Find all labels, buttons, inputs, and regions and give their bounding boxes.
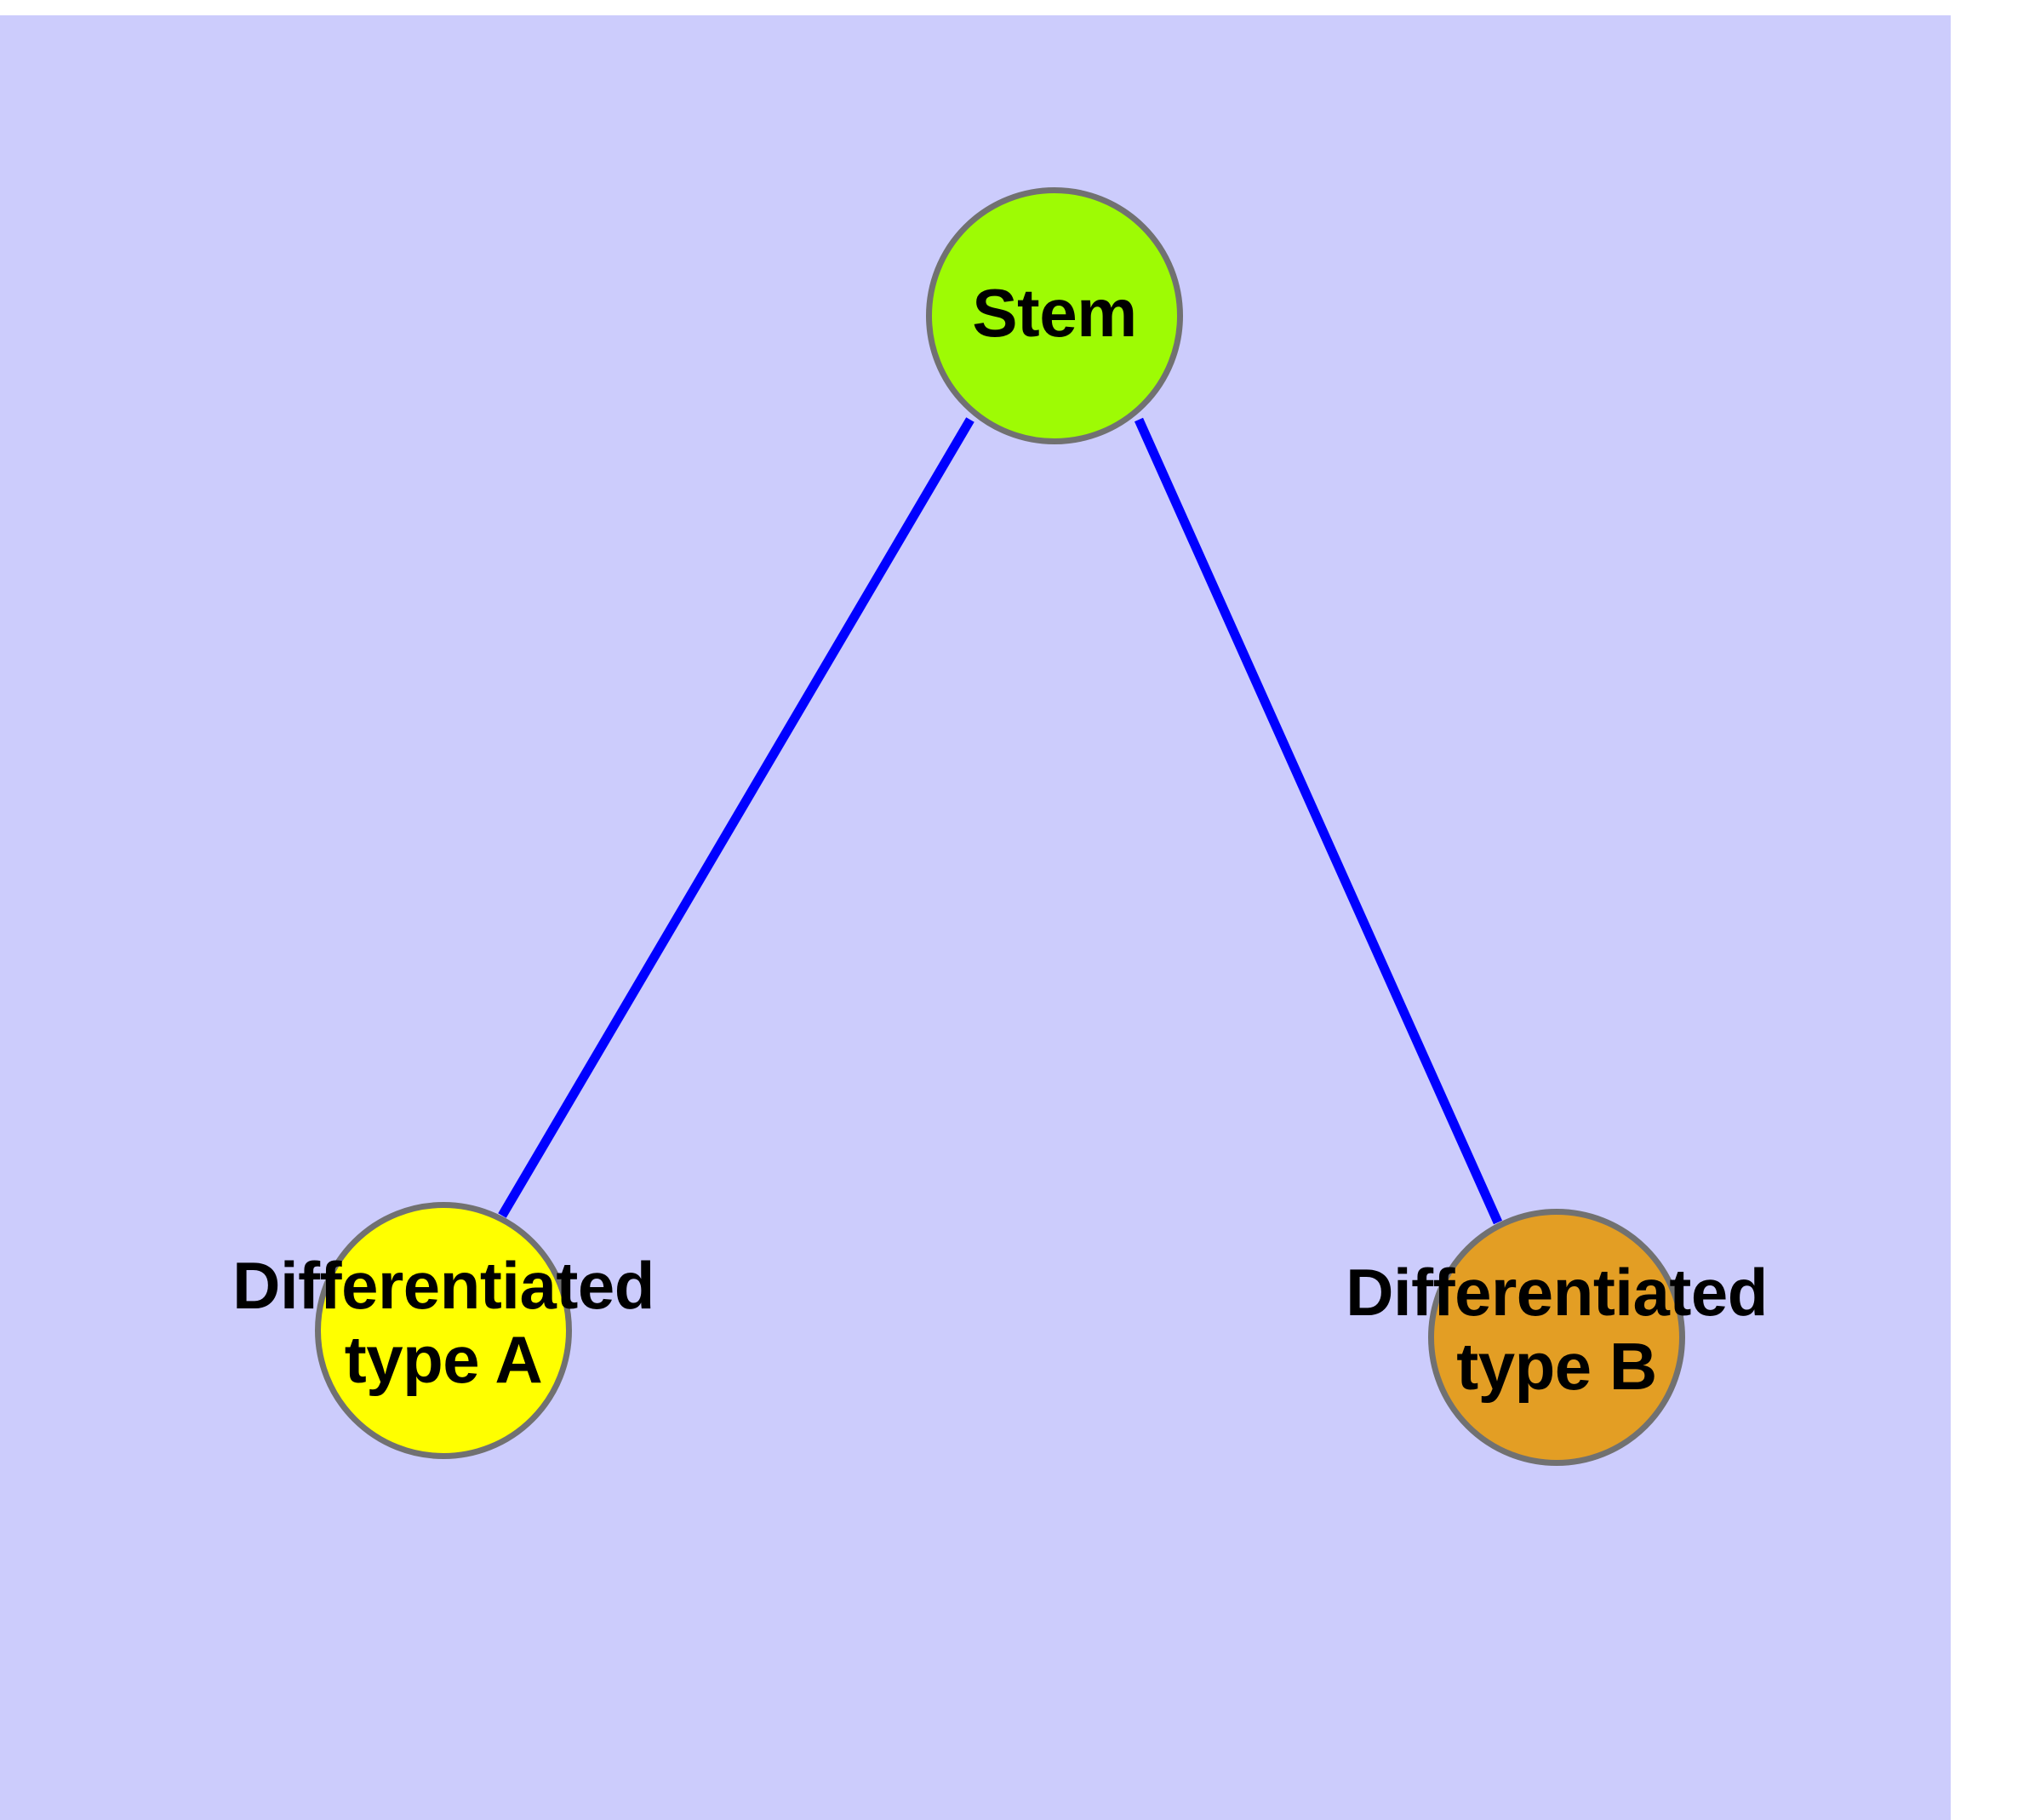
node-differentiated-type-a[interactable]	[315, 1202, 572, 1459]
edge-layer	[498, 417, 1503, 1225]
edge-stem-to-type-a[interactable]	[498, 417, 974, 1218]
edge-stem-to-type-b[interactable]	[1134, 417, 1503, 1225]
node-differentiated-type-b[interactable]	[1428, 1209, 1685, 1466]
node-stem[interactable]	[926, 187, 1183, 444]
